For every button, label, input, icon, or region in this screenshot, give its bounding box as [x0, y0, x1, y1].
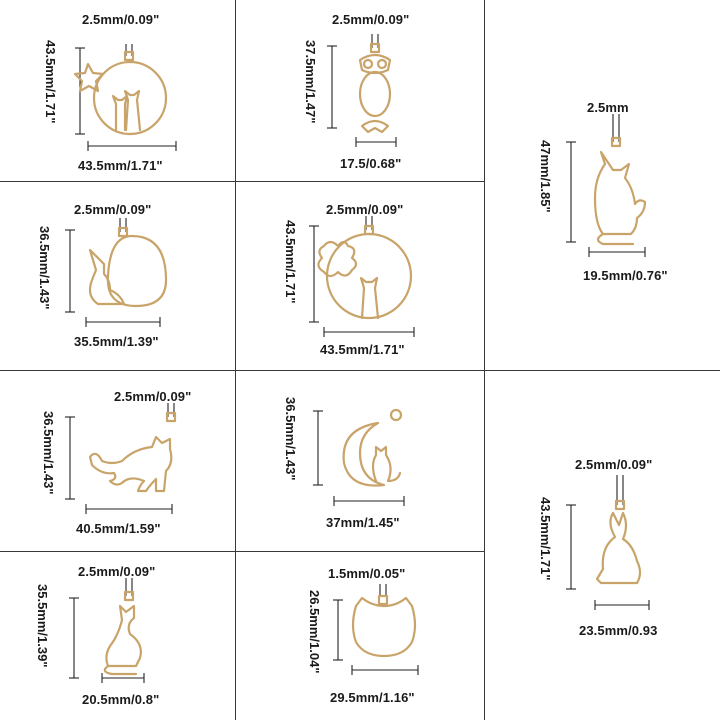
item-rabbit-egg: 2.5mm/0.09" 36.5mm/1.43" 35.5mm/1.39": [0, 182, 235, 370]
top-measure: 2.5mm/0.09": [326, 202, 404, 217]
bottom-measure: 29.5mm/1.16": [330, 690, 415, 705]
item-rabbit: 2.5mm/0.09" 43.5mm/1.71" 23.5mm/0.93: [485, 371, 720, 720]
top-measure: 2.5mm: [587, 100, 629, 115]
owl-pendant-icon: [327, 34, 397, 147]
bottom-measure: 35.5mm/1.39": [74, 334, 159, 349]
side-measure: 36.5mm/1.43": [41, 411, 56, 495]
grid-hline-1: [0, 181, 484, 182]
side-measure: 43.5mm/1.71": [538, 497, 553, 581]
side-measure: 43.5mm/1.71": [283, 220, 298, 304]
moon-cats-pendant-icon: [73, 44, 177, 151]
top-measure: 1.5mm/0.05": [328, 566, 406, 581]
top-measure: 2.5mm/0.09": [78, 564, 156, 579]
grid-hline-2: [0, 370, 720, 371]
flower-cat-pendant-icon: [309, 216, 415, 337]
top-measure: 2.5mm/0.09": [332, 12, 410, 27]
bottom-measure: 40.5mm/1.59": [76, 521, 161, 536]
bottom-measure: 43.5mm/1.71": [78, 158, 163, 173]
bottom-measure: 23.5mm/0.93: [579, 623, 658, 638]
bottom-measure: 20.5mm/0.8": [82, 692, 160, 707]
top-measure: 2.5mm/0.09": [74, 202, 152, 217]
stretching-cat-pendant-icon: [65, 403, 177, 514]
grid-vline-1: [235, 0, 236, 720]
side-measure: 43.5mm/1.71": [43, 40, 58, 124]
item-stretching-cat: 2.5mm/0.09" 36.5mm/1.43" 40.5mm/1.59": [0, 371, 235, 551]
side-measure: 26.5mm/1.04": [307, 590, 322, 674]
bottom-measure: 17.5/0.68": [340, 156, 402, 171]
side-measure: 36.5mm/1.43": [37, 226, 52, 310]
rabbit-pendant-icon: [566, 475, 650, 610]
top-measure: 2.5mm/0.09": [82, 12, 160, 27]
side-measure: 37.5mm/1.47": [303, 40, 318, 124]
cat-head-pendant-icon: [333, 584, 419, 675]
small-cat-pendant-icon: [69, 578, 145, 683]
item-flower-cat: 2.5mm/0.09" 43.5mm/1.71" 43.5mm/1.71": [236, 182, 484, 370]
side-measure: 35.5mm/1.39": [35, 584, 50, 668]
top-measure: 2.5mm/0.09": [114, 389, 192, 404]
top-measure: 2.5mm/0.09": [575, 457, 653, 472]
item-owl: 2.5mm/0.09" 37.5mm/1.47" 17.5/0.68": [236, 0, 484, 181]
item-small-cat: 2.5mm/0.09" 35.5mm/1.39" 20.5mm/0.8": [0, 552, 235, 720]
grid-vline-2: [484, 0, 485, 720]
sitting-cat-pendant-icon: [566, 114, 647, 257]
item-moon-cats: 2.5mm/0.09" 43.5mm/1.71" 43.5mm/1.71": [0, 0, 235, 181]
bottom-measure: 37mm/1.45": [326, 515, 400, 530]
item-sitting-cat: 2.5mm 47mm/1.85" 19.5mm/0.76": [485, 0, 720, 370]
side-measure: 36.5mm/1.43": [283, 397, 298, 481]
crescent-cat-pendant-icon: [313, 408, 405, 506]
item-crescent-cat: 36.5mm/1.43" 37mm/1.45": [236, 371, 484, 551]
bottom-measure: 19.5mm/0.76": [583, 268, 668, 283]
bottom-measure: 43.5mm/1.71": [320, 342, 405, 357]
rabbit-egg-pendant-icon: [65, 218, 168, 327]
side-measure: 47mm/1.85": [538, 140, 553, 213]
item-cat-head: 1.5mm/0.05" 26.5mm/1.04" 29.5mm/1.16": [236, 552, 484, 720]
grid-hline-3: [0, 551, 484, 552]
